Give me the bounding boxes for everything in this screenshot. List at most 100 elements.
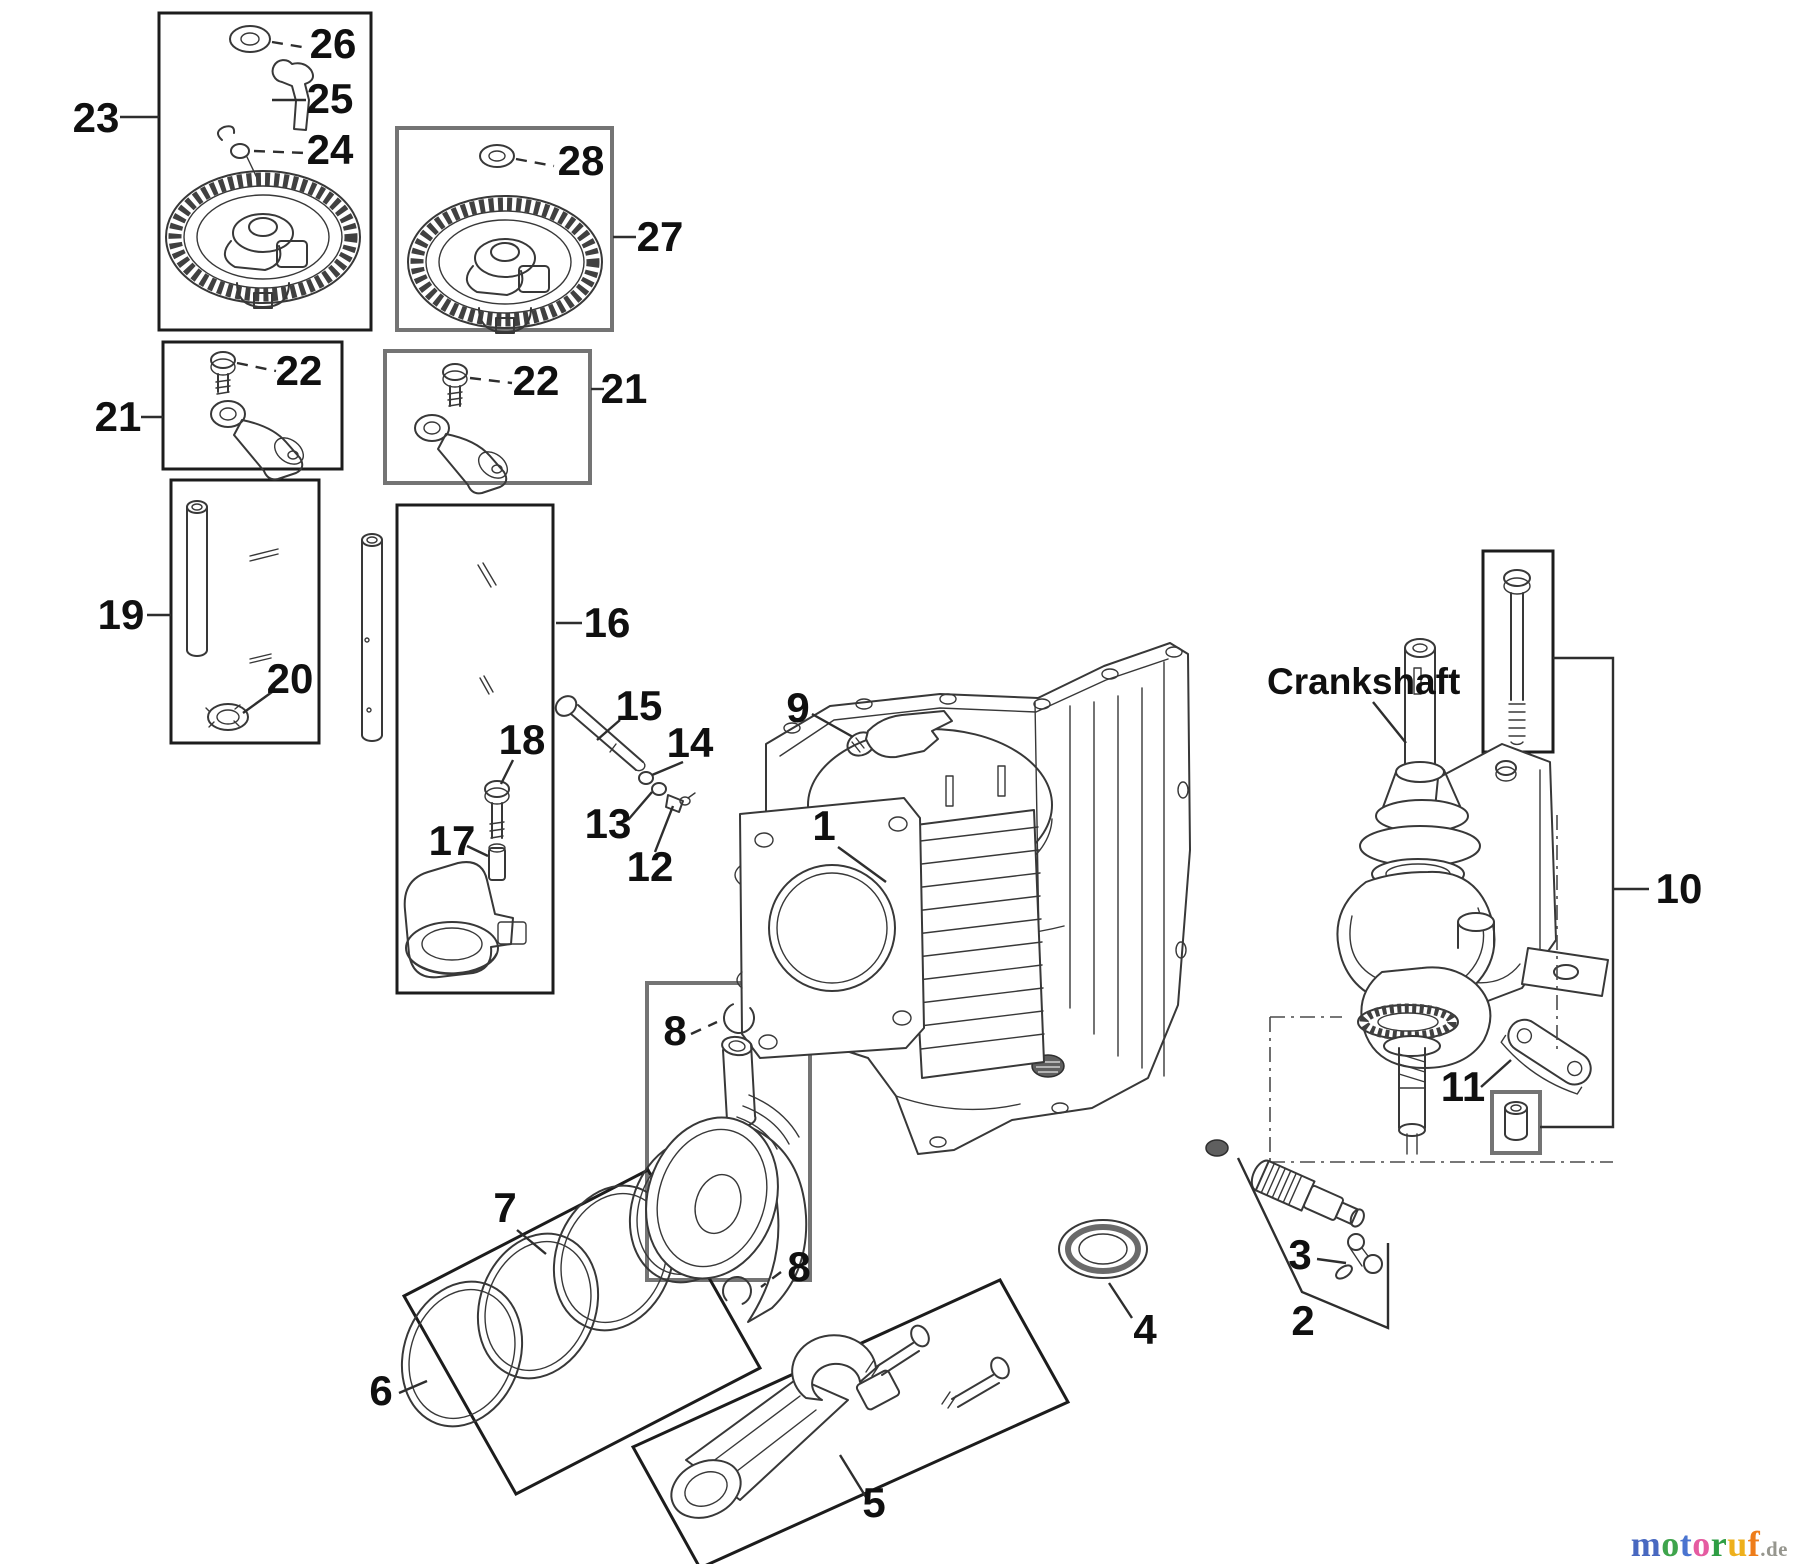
spline: [1398, 1053, 1426, 1089]
rod-big-end: [670, 1459, 742, 1519]
governor-2-3-group: [1250, 1159, 1383, 1280]
cooling-fins: [911, 826, 1045, 1050]
bracket-2: [1236, 1157, 1390, 1330]
tube-19: [186, 500, 208, 514]
retaining-ring-8-top: [723, 1002, 755, 1034]
pipe-plug: [1205, 1139, 1229, 1157]
pin: [249, 548, 279, 557]
callout-22-right: 22: [513, 357, 560, 404]
callout-11: 11: [1441, 1063, 1485, 1110]
fitting-12: [665, 794, 684, 813]
callout-13: 13: [585, 800, 632, 847]
inset-box-arm-left: [161, 340, 344, 471]
callout-8-bottom: 8: [787, 1243, 810, 1290]
nut-14: [638, 771, 654, 785]
piston-ring: [400, 1280, 524, 1428]
inset-box-camshaft-left: [157, 11, 373, 332]
link-3: [1347, 1233, 1365, 1251]
callout-10: 10: [1656, 865, 1703, 912]
piston-crown: [645, 1116, 779, 1280]
inset-boxes: [157, 11, 1555, 1564]
reference-lines: [1269, 815, 1613, 1163]
callout-28: 28: [558, 137, 605, 184]
inset-box-arm-right: [383, 349, 592, 485]
arm-hub-left: [210, 400, 246, 428]
inset-box-plug-10: [1490, 1090, 1542, 1155]
callout-20: 20: [267, 655, 314, 702]
ring-grooves: [736, 1094, 800, 1150]
keyway: [1413, 667, 1422, 695]
callout-21-right: 21: [601, 365, 648, 412]
piston-body-group: [645, 1094, 808, 1323]
rod-cap: [791, 1334, 877, 1401]
long-bolt-10: [1503, 569, 1531, 587]
callout-labels: 26 25 24 23 28 27 22 21 22 21 19 20 16 1…: [73, 20, 1703, 1526]
plug-insert: [1504, 1101, 1528, 1115]
callout-18: 18: [499, 716, 546, 763]
bolt-22-right: [442, 363, 468, 381]
bracket-10: [1540, 656, 1615, 1129]
callout-3: 3: [1288, 1231, 1311, 1278]
connecting-rod-5-group: [670, 1324, 1010, 1519]
crankshaft-top: [1404, 638, 1436, 658]
tube-15: [570, 713, 637, 771]
pin: [477, 564, 492, 588]
tube-15-cap: [554, 695, 578, 717]
rod-bolt: [865, 1324, 930, 1377]
callout-6: 6: [369, 1367, 392, 1414]
washer-28: [479, 144, 515, 168]
callout-8-top: 8: [663, 1007, 686, 1054]
link-11-group: [1500, 1018, 1592, 1141]
inset-box-rings: [401, 1168, 763, 1496]
pin: [249, 653, 272, 660]
arm-assembly-right: [414, 363, 509, 495]
callout-23: 23: [73, 94, 120, 141]
bolt-10-group: [1503, 569, 1531, 746]
watermark-brand-word: motoruf: [1630, 1524, 1761, 1564]
crankcase-group: [734, 642, 1229, 1157]
crankshaft-label: Crankshaft: [1267, 661, 1460, 702]
washer-26: [229, 25, 271, 53]
callout-22-left: 22: [276, 347, 323, 394]
oil-pickup-tube-16: [361, 533, 383, 547]
callout-15: 15: [616, 682, 663, 729]
group-brackets: [1236, 656, 1649, 1330]
oil-pump-16-group: [361, 533, 527, 979]
plate-foot: [1521, 947, 1609, 997]
callout-14: 14: [667, 719, 714, 766]
bolt-22-left: [210, 351, 236, 369]
oil-seal-4: [1058, 1219, 1148, 1279]
crankshaft-group: [1336, 638, 1496, 1155]
callout-9: 9: [786, 684, 809, 731]
callout-2: 2: [1291, 1297, 1314, 1344]
arm-hub-right: [414, 414, 450, 442]
watermark-domain: .de: [1760, 1537, 1788, 1561]
callout-25: 25: [307, 75, 354, 122]
inset-box-tube-19: [169, 478, 321, 745]
callout-12: 12: [627, 843, 674, 890]
head-stud: [997, 765, 1006, 797]
camshaft-gear-23: [166, 171, 360, 308]
head-stud: [945, 775, 954, 807]
callout-19: 19: [98, 591, 145, 638]
watermark-logo: motoruf.de: [1631, 1526, 1788, 1562]
shift-lever-25: [271, 59, 314, 131]
callout-24: 24: [307, 126, 354, 173]
dipstick-tube-19-group: [186, 500, 279, 731]
oil-seal-4-group: [1058, 1219, 1148, 1279]
inset-box-camshaft-right: [395, 126, 614, 332]
spacer-17: [488, 847, 506, 881]
callout-5: 5: [862, 1479, 885, 1526]
leader-lines: [120, 40, 1512, 1503]
arm-assembly-left: [210, 351, 305, 481]
plate-bolt: [1495, 760, 1517, 776]
inset-box-oil-pump-16: [395, 503, 555, 995]
rod-bolt: [941, 1356, 1010, 1409]
retaining-ring-8-bottom: [722, 1276, 752, 1306]
callout-27: 27: [637, 213, 684, 260]
oil-pump-body: [403, 861, 514, 979]
oil-fill-9-group: [846, 710, 953, 759]
link-plate-11: [1507, 1018, 1592, 1086]
